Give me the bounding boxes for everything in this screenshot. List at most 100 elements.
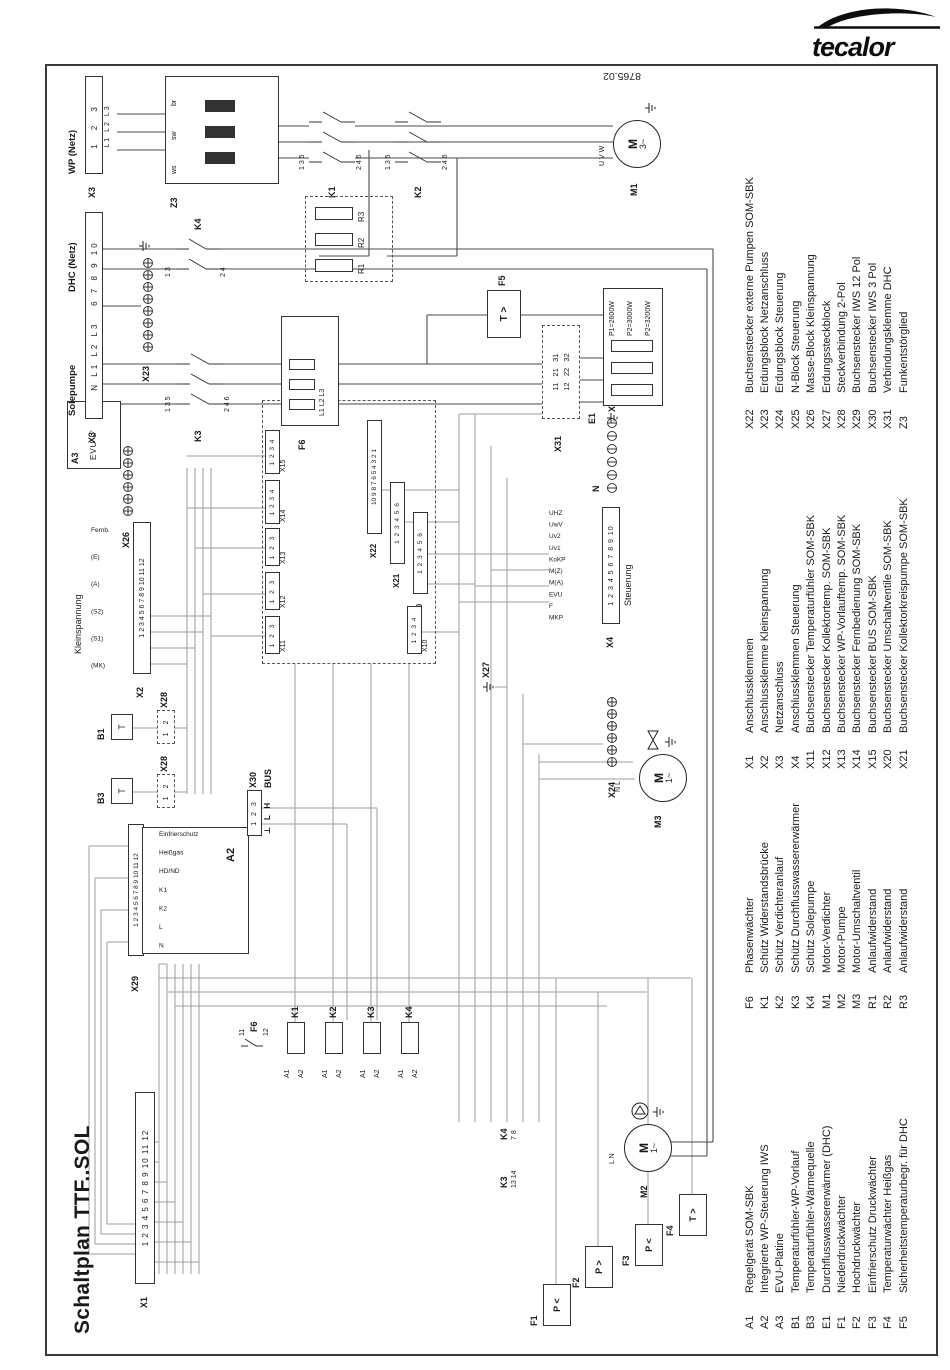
m2-pump-icon bbox=[631, 1102, 649, 1120]
coil-k2-pin1: A1 bbox=[322, 1069, 329, 1078]
k4aux-pins: 7 8 bbox=[511, 1130, 518, 1140]
m1-ground-icon bbox=[645, 103, 656, 113]
schematic-canvas: Schaltplan TTF..SOL X1 1 2 3 4 5 6 7 8 9… bbox=[47, 66, 936, 1354]
x29-pin-label: K2 bbox=[159, 905, 167, 913]
z3-element-icon bbox=[205, 126, 235, 138]
x28a-label: X28 bbox=[159, 755, 169, 772]
x11-pins: 1 2 3 bbox=[269, 622, 276, 648]
wp-sub: L1 L2 L3 bbox=[104, 104, 111, 148]
x4-strip: 1 2 3 4 5 6 7 8 9 10 bbox=[602, 507, 620, 624]
x21-label: X21 bbox=[392, 573, 401, 588]
legend-desc: Sicherheitstemperaturbegr. für DHC bbox=[897, 1118, 910, 1293]
legend-desc: Masse-Block Kleinspannung bbox=[805, 254, 818, 393]
x2-pin-label: (S1) bbox=[91, 635, 104, 643]
m1-phase: 3~ bbox=[637, 138, 648, 150]
legend-desc: Funkentstörglied bbox=[897, 311, 910, 393]
brand-name: tecalor bbox=[812, 32, 895, 62]
x20-pins: 1 2 3 4 5 6 bbox=[417, 532, 424, 574]
f6aux-label: F6 bbox=[249, 1021, 259, 1032]
legend-code: A2 bbox=[759, 1315, 772, 1329]
x29-pin-label: Einfrierschutz bbox=[159, 831, 199, 839]
legend-code: R3 bbox=[897, 994, 910, 1009]
x30-pin-labels: ⊥ L H bbox=[263, 802, 272, 834]
x2-label: X2 bbox=[135, 686, 145, 698]
legend-code: X27 bbox=[820, 409, 833, 429]
x31-connector: 11 21 31 12 22 32 bbox=[542, 325, 580, 419]
x31-row1: 11 21 31 bbox=[550, 353, 560, 391]
x10-strip: 1 2 3 4 bbox=[407, 606, 422, 654]
legend-code: X4 bbox=[789, 755, 802, 769]
x29-pin-label: K1 bbox=[159, 886, 167, 894]
m3-ground-icon bbox=[665, 737, 676, 747]
x22-label: X22 bbox=[369, 543, 378, 558]
legend-code: F6 bbox=[743, 996, 756, 1009]
legend-code: X2 bbox=[759, 755, 772, 769]
f3-label: F3 bbox=[621, 1255, 631, 1266]
legend-code: K4 bbox=[805, 995, 818, 1009]
legend-desc: Buchsenstecker Kollektortemp. SOM-SBK bbox=[820, 527, 833, 733]
b1-sensor: T bbox=[111, 714, 133, 740]
legend-code: E1 bbox=[820, 1315, 833, 1329]
f2-symbol: P > bbox=[594, 1260, 604, 1274]
z3-label: Z3 bbox=[169, 197, 179, 208]
f4-symbol: T > bbox=[688, 1208, 698, 1222]
x4-pin-label: Uv1 bbox=[549, 544, 561, 552]
x30-strip: 1 2 3 bbox=[247, 790, 262, 836]
dhc-strip: N L1 L2 L3 6 7 8 9 10 bbox=[85, 212, 103, 419]
m1-motor-symbol: M 3~ bbox=[613, 120, 661, 168]
legend-desc: Erdungsblock Steuerung bbox=[774, 272, 787, 393]
k2-contacts-icon bbox=[395, 111, 441, 163]
b1-symbol: T bbox=[117, 724, 127, 730]
legend-desc: Buchsenstecker externe Pumpen SOM-SBK bbox=[743, 177, 756, 393]
kleinspannung-caption: Kleinspannung bbox=[73, 594, 83, 654]
x4-pins: 1 2 3 4 5 6 7 8 9 10 bbox=[607, 525, 615, 606]
coil-k1-pin2: A2 bbox=[298, 1069, 305, 1078]
m3-phase: 1~ bbox=[663, 772, 674, 784]
k4aux-label: K4 bbox=[499, 1128, 509, 1140]
coil-k2-label: K2 bbox=[328, 1006, 338, 1018]
m2-motor-symbol: M 1~ bbox=[624, 1124, 672, 1172]
x4-pin-label: KoKP bbox=[549, 556, 566, 564]
legend-code: X20 bbox=[882, 749, 895, 769]
m2-pins: L N bbox=[609, 1153, 616, 1164]
steuerung-caption: Steuerung bbox=[623, 564, 633, 606]
m1-label: M1 bbox=[629, 183, 639, 196]
coil-k3 bbox=[363, 1022, 381, 1054]
legend-code: R1 bbox=[866, 994, 879, 1009]
legend-desc: Durchflusswassererwärmer (DHC) bbox=[820, 1125, 833, 1293]
x31-label: X31 bbox=[553, 435, 563, 452]
x31-row2: 12 22 32 bbox=[562, 353, 571, 391]
x1-strip: 1 2 3 4 5 6 7 8 9 10 11 12 bbox=[135, 1092, 155, 1284]
legend-desc: Buchsenstecker Fernbedienung SOM-SBK bbox=[851, 523, 864, 733]
b3-label: B3 bbox=[96, 792, 106, 804]
x13-strip: 1 2 3 bbox=[265, 528, 280, 566]
x25-n-label: N bbox=[591, 485, 601, 493]
k3-pins-top: 1 3 5 bbox=[165, 396, 172, 412]
coil-k2 bbox=[325, 1022, 343, 1054]
legend-code: X13 bbox=[836, 749, 849, 769]
x2-pin-labels: (MK) (S1) (S2) (A) (E) Fernb. bbox=[91, 527, 131, 670]
x15-pins: 1 2 3 4 bbox=[269, 438, 276, 466]
x28b-label: X28 bbox=[159, 691, 169, 708]
x2-pin-label: (S2) bbox=[91, 608, 104, 616]
legend-code: X29 bbox=[851, 409, 864, 429]
z3-element-icon bbox=[205, 100, 235, 112]
legend-code: K2 bbox=[774, 995, 787, 1009]
m1-pins: U V W bbox=[599, 145, 606, 166]
x1-label: X1 bbox=[139, 1296, 149, 1308]
